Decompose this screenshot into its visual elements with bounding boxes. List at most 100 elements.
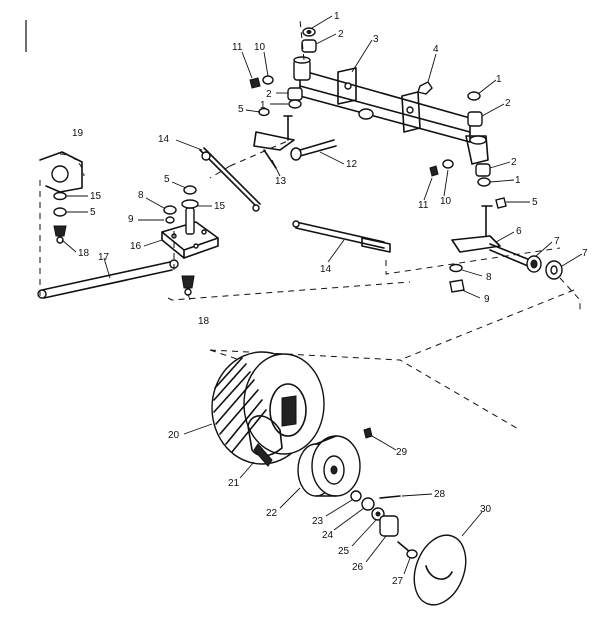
callout-group: 1 2 3 4 11 10 2 1 5 1 2 2 1	[61, 11, 588, 587]
callout-5-sector: 5	[90, 207, 96, 218]
callout-4: 4	[433, 44, 439, 55]
right-lower-bushing	[475, 163, 491, 177]
front-axle	[299, 67, 471, 143]
callout-8-right: 8	[486, 272, 492, 283]
callout-7-bearing: 7	[554, 236, 560, 247]
callout-2-right-top: 2	[505, 98, 511, 109]
assembly-line-4	[299, 19, 305, 61]
callout-1-left-lower: 1	[260, 100, 266, 111]
hub-cap-30	[413, 534, 467, 606]
callout-14-tie-rod: 14	[320, 264, 332, 275]
right-top-bushing	[467, 111, 483, 127]
right-nut	[449, 279, 465, 293]
steering-washer-8	[163, 205, 177, 215]
callout-23: 23	[312, 516, 324, 527]
washer-23	[350, 490, 362, 502]
wheel-rim	[297, 435, 361, 497]
callout-8-left: 8	[138, 190, 144, 201]
callout-1-top-left: 1	[334, 11, 340, 22]
callout-2-left-lower: 2	[266, 89, 272, 100]
callout-16: 16	[130, 241, 142, 252]
steering-washer-9	[165, 216, 175, 224]
callout-27: 27	[392, 576, 404, 587]
callout-20: 20	[168, 430, 180, 441]
callout-15-sector: 15	[90, 191, 102, 202]
callout-26: 26	[352, 562, 364, 573]
callout-13: 13	[275, 176, 287, 187]
callout-19: 19	[72, 128, 84, 139]
callout-9-right: 9	[484, 294, 490, 305]
left-axle-pivot	[293, 56, 311, 81]
pivot-nut	[417, 81, 433, 95]
grease-fitting-27	[397, 541, 418, 559]
right-spindle	[451, 205, 531, 267]
callout-21: 21	[228, 478, 240, 489]
tie-rod	[292, 220, 391, 253]
callout-22: 22	[266, 508, 278, 519]
right-top-washer	[467, 91, 481, 101]
steering-sector	[39, 151, 85, 193]
callout-2-right-lower: 2	[511, 157, 517, 168]
callout-9-left: 9	[128, 214, 134, 225]
left-spindle	[253, 115, 295, 169]
callout-1-right-lower: 1	[515, 175, 521, 186]
callout-5-right: 5	[532, 197, 538, 208]
left-lock-nut	[262, 75, 274, 85]
inner-tube	[247, 415, 283, 467]
assembly-line-9	[209, 349, 521, 431]
callout-2-top-left: 2	[338, 29, 344, 40]
callout-17: 17	[98, 252, 110, 263]
callout-28: 28	[434, 489, 446, 500]
right-spindle-nut	[495, 197, 507, 209]
callout-10-right: 10	[440, 196, 452, 207]
right-washer	[449, 263, 463, 273]
left-lower-bushing	[287, 87, 303, 101]
assembly-line-2	[229, 139, 291, 167]
ball-joint-lower	[181, 275, 195, 296]
callout-14-drag-link: 14	[158, 134, 170, 145]
callout-25: 25	[338, 546, 350, 557]
sector-nut-5	[53, 207, 67, 217]
callout-1-right-top: 1	[496, 74, 502, 85]
sector-washer-15	[53, 191, 67, 201]
callout-11-right: 11	[418, 200, 429, 211]
callout-30: 30	[480, 504, 492, 515]
right-lock-nut	[442, 159, 454, 169]
callout-3: 3	[373, 34, 379, 45]
callout-5-left-spindle: 5	[238, 104, 244, 115]
right-axle-pivot	[465, 135, 489, 165]
right-bearing	[526, 255, 542, 273]
left-top-bushing	[301, 39, 317, 53]
assembly-line-7	[167, 281, 411, 301]
steering-arm	[37, 259, 179, 299]
left-grease-fitting	[249, 77, 261, 89]
assembly-line-3	[209, 165, 231, 179]
steering-nut-top	[183, 185, 197, 195]
right-grease-fitting	[429, 165, 439, 177]
callout-6: 6	[516, 226, 522, 237]
assembly-line-10	[209, 349, 241, 361]
callout-15-steering: 15	[214, 201, 226, 212]
axle-bolt	[290, 139, 337, 161]
assembly-line-6	[559, 277, 581, 310]
tire	[211, 351, 325, 465]
callout-7-outer: 7	[582, 248, 588, 259]
callout-11-left: 11	[232, 42, 243, 53]
ball-joint-upper	[53, 225, 67, 244]
steering-shaft	[181, 199, 199, 235]
callout-18-upper: 18	[78, 248, 90, 259]
drag-link	[199, 147, 261, 212]
rim-valve	[363, 427, 373, 439]
bearing-26	[379, 515, 399, 537]
washer-24	[361, 497, 375, 511]
callout-5-steering: 5	[164, 174, 170, 185]
callout-18-lower: 18	[198, 316, 210, 327]
assembly-line-5	[385, 247, 561, 275]
left-lower-washer	[288, 99, 302, 109]
assembly-line-8	[399, 289, 575, 361]
right-outer-bearing	[545, 260, 563, 280]
callout-12: 12	[346, 159, 358, 170]
cotter-pin-28	[379, 495, 401, 499]
left-top-washer	[302, 27, 316, 37]
